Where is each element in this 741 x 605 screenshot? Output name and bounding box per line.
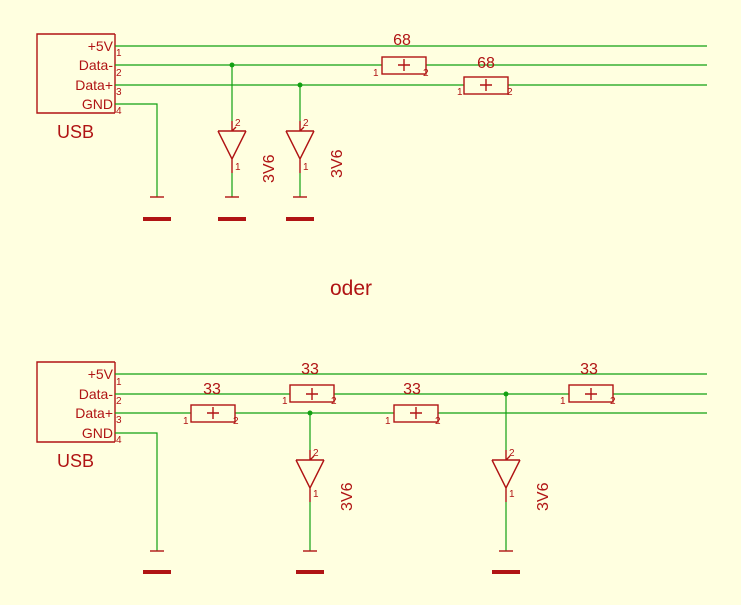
resistor-pin-label: 1 xyxy=(457,87,463,98)
zener-diode-b2: 2 1 3V6 xyxy=(491,448,552,511)
pin-number: 3 xyxy=(116,415,122,426)
ground-symbol xyxy=(492,550,520,574)
resistor-marker xyxy=(398,59,410,71)
wire-gnd xyxy=(115,432,158,551)
resistor-pin-label: 2 xyxy=(610,396,616,407)
junction-dot xyxy=(307,410,313,416)
pin-number: 1 xyxy=(116,48,122,59)
diode-pin-label: 1 xyxy=(303,162,309,173)
ground-symbol xyxy=(296,550,324,574)
resistor-value-label: 33 xyxy=(203,381,221,398)
resistor-pin-label: 2 xyxy=(331,396,337,407)
diode-value-label: 3V6 xyxy=(339,482,356,511)
signal-label-data-minus: Data- xyxy=(79,386,114,402)
ground-symbol xyxy=(286,196,314,221)
resistor-pin-label: 2 xyxy=(507,87,513,98)
diode-pin-label: 2 xyxy=(509,448,515,459)
diode-value-label: 3V6 xyxy=(535,482,552,511)
circuit-b: +5V Data- Data+ GND 1 2 3 4 USB 33 xyxy=(36,361,707,574)
diode-value-label: 3V6 xyxy=(329,149,346,178)
usb-connector-b: +5V Data- Data+ GND 1 2 3 4 USB xyxy=(36,361,122,471)
junction-dot xyxy=(503,391,509,397)
wire-gnd xyxy=(115,103,158,197)
pin-number: 3 xyxy=(116,87,122,98)
resistor-b3: 33 1 2 xyxy=(385,381,441,427)
signal-label-5v: +5V xyxy=(88,38,114,54)
resistor-a1: 68 1 2 xyxy=(373,32,429,79)
resistor-marker xyxy=(306,388,318,400)
resistor-body xyxy=(190,404,236,423)
pin-number: 2 xyxy=(116,68,122,79)
resistor-pin-label: 1 xyxy=(385,416,391,427)
resistor-marker xyxy=(585,388,597,400)
separator-oder: oder xyxy=(330,277,372,300)
resistor-value-label: 33 xyxy=(403,381,421,398)
junction-dot xyxy=(297,82,303,88)
resistor-pin-label: 1 xyxy=(183,416,189,427)
signal-label-data-plus: Data+ xyxy=(75,77,113,93)
circuit-a: +5V Data- Data+ GND 1 2 3 4 USB 68 1 2 xyxy=(36,32,707,221)
usb-connector-outline xyxy=(36,33,115,114)
diode-pin-label: 1 xyxy=(509,489,515,500)
diode-pin-label: 2 xyxy=(313,448,319,459)
usb-connector-outline xyxy=(36,361,115,443)
resistor-a2: 68 1 2 xyxy=(457,55,513,98)
ground-symbol xyxy=(218,196,246,221)
signal-label-data-plus: Data+ xyxy=(75,405,113,421)
resistor-value-label: 68 xyxy=(393,32,411,49)
pin-number: 1 xyxy=(116,377,122,388)
zener-diode-symbol xyxy=(217,121,247,173)
diode-pin-label: 2 xyxy=(235,118,241,129)
diode-pin-label: 1 xyxy=(235,162,241,173)
connector-name-label: USB xyxy=(57,451,94,471)
pin-number: 2 xyxy=(116,396,122,407)
zener-diode-symbol xyxy=(285,121,315,173)
zener-diode-a2: 2 1 3V6 xyxy=(285,118,346,178)
resistor-value-label: 33 xyxy=(580,361,598,378)
signal-label-gnd: GND xyxy=(82,96,113,112)
resistor-body xyxy=(381,56,427,75)
diode-value-label: 3V6 xyxy=(261,154,278,183)
resistor-marker xyxy=(480,79,492,91)
resistor-b2: 33 1 2 xyxy=(282,361,337,407)
resistor-value-label: 68 xyxy=(477,55,495,72)
zener-diode-b1: 2 1 3V6 xyxy=(295,448,356,511)
connector-name-label: USB xyxy=(57,122,94,142)
pin-number: 4 xyxy=(116,106,122,117)
resistor-body xyxy=(393,404,439,423)
pin-number: 4 xyxy=(116,435,122,446)
resistor-pin-label: 1 xyxy=(373,68,379,79)
diode-pin-label: 2 xyxy=(303,118,309,129)
zener-diode-symbol xyxy=(295,450,325,502)
signal-label-5v: +5V xyxy=(88,366,114,382)
zener-diode-a1: 2 1 3V6 xyxy=(217,118,278,183)
ground-symbol xyxy=(143,550,171,574)
resistor-pin-label: 2 xyxy=(435,416,441,427)
signal-label-gnd: GND xyxy=(82,425,113,441)
resistor-pin-label: 2 xyxy=(233,416,239,427)
resistor-marker xyxy=(207,407,219,419)
usb-connector-a: +5V Data- Data+ GND 1 2 3 4 USB xyxy=(36,33,122,142)
resistor-body xyxy=(463,76,509,95)
resistor-b4: 33 1 2 xyxy=(560,361,616,407)
resistor-pin-label: 2 xyxy=(423,68,429,79)
resistor-b1: 33 1 2 xyxy=(183,381,239,427)
resistor-pin-label: 1 xyxy=(282,396,288,407)
resistor-body xyxy=(289,384,335,403)
junction-dot xyxy=(229,62,235,68)
resistor-marker xyxy=(410,407,422,419)
resistor-value-label: 33 xyxy=(301,361,319,378)
resistor-body xyxy=(568,384,614,403)
zener-diode-symbol xyxy=(491,450,521,502)
ground-symbol xyxy=(143,196,171,221)
diode-pin-label: 1 xyxy=(313,489,319,500)
signal-label-data-minus: Data- xyxy=(79,57,114,73)
resistor-pin-label: 1 xyxy=(560,396,566,407)
